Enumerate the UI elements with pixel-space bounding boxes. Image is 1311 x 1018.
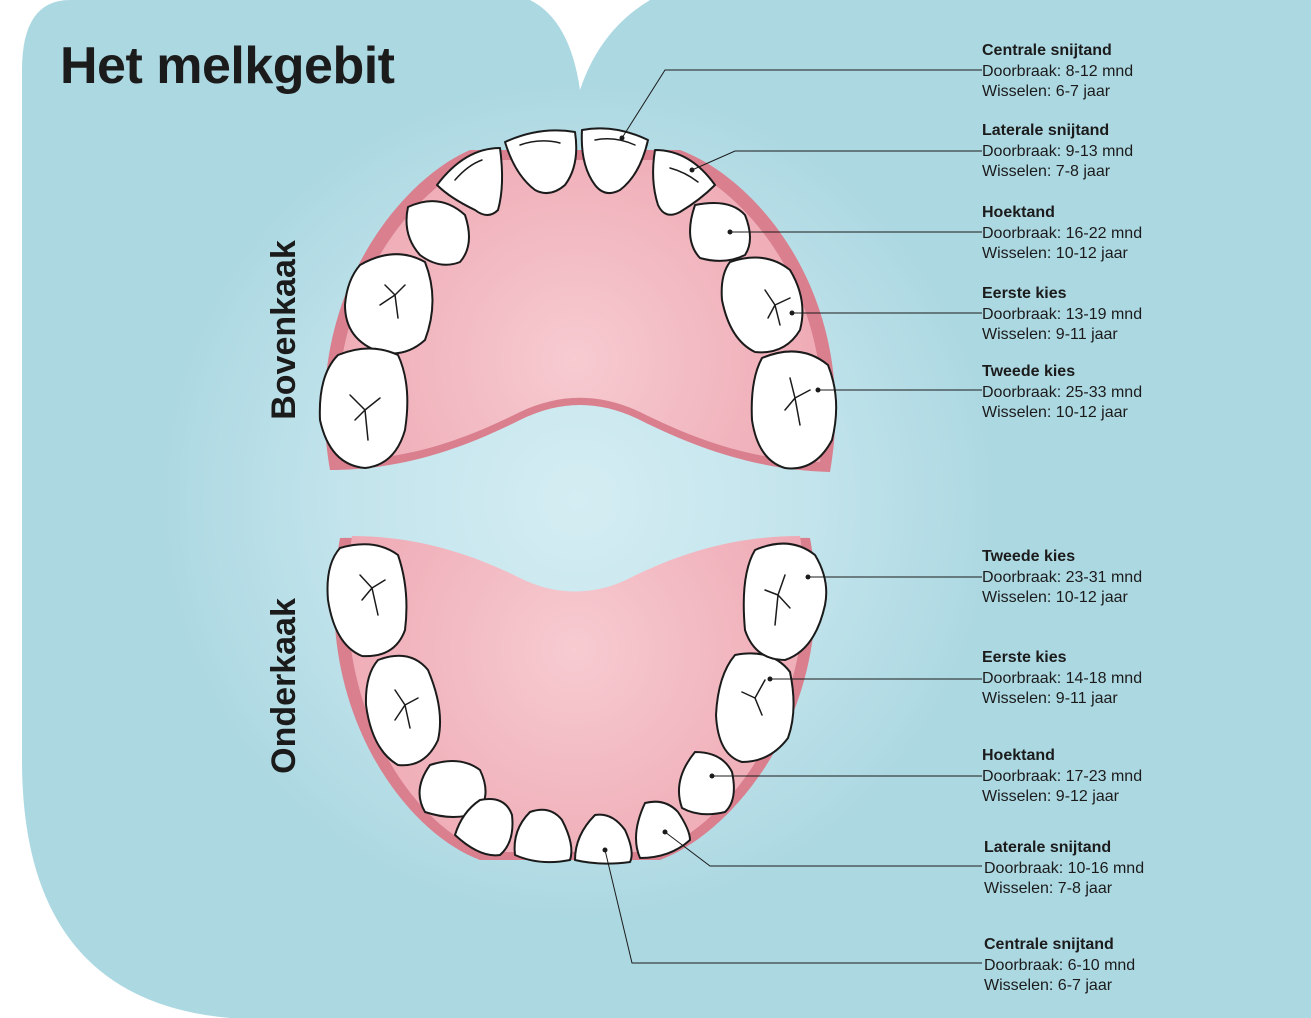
eruption-age: Doorbraak: 10-16 mnd: [984, 859, 1145, 877]
eruption-age: Doorbraak: 9-13 mnd: [982, 142, 1134, 160]
lower-first-molar-left-tooth: [364, 654, 441, 767]
shedding-age: Wisselen: 10-12 jaar: [982, 245, 1128, 262]
lower-canine-right-tooth: [678, 751, 735, 816]
tooth-name: Eerste kies: [982, 285, 1067, 302]
shedding-age: Wisselen: 7-8 jaar: [982, 163, 1111, 180]
shedding-age: Wisselen: 9-12 jaar: [982, 788, 1119, 805]
eruption-age: Doorbraak: 8-12 mnd: [982, 62, 1134, 80]
eruption-age: Doorbraak: 13-19 mnd: [982, 305, 1143, 323]
upper-second-molar-right-tooth: [750, 350, 838, 470]
background-shape: [22, 0, 1311, 1018]
shedding-age: Wisselen: 9-11 jaar: [982, 326, 1118, 343]
lower-canine-label: Hoektand Doorbraak: 17-23 mnd Wisselen: …: [982, 746, 1142, 808]
lower-lateral-incisor-right-tooth: [635, 800, 691, 859]
upper-canine-label: Hoektand Doorbraak: 16-22 mnd Wisselen: …: [982, 203, 1142, 265]
lower-second-molar-label: Tweede kies Doorbraak: 23-31 mnd Wissele…: [982, 547, 1142, 609]
shedding-age: Wisselen: 6-7 jaar: [984, 977, 1113, 994]
tooth-name: Centrale snijtand: [982, 42, 1112, 59]
eruption-age: Doorbraak: 6-10 mnd: [984, 956, 1136, 974]
eruption-age: Doorbraak: 25-33 mnd: [982, 383, 1143, 401]
tooth-name: Eerste kies: [982, 649, 1067, 666]
eruption-age: Doorbraak: 17-23 mnd: [982, 767, 1143, 785]
lower-first-molar-right-tooth: [715, 652, 795, 763]
upper-jaw-label: Bovenkaak: [265, 240, 303, 420]
leader-lines: [604, 69, 982, 964]
tooth-name: Hoektand: [982, 747, 1055, 764]
upper-central-incisor-right-tooth: [580, 127, 649, 195]
shedding-age: Wisselen: 9-11 jaar: [982, 690, 1118, 707]
upper-lateral-incisor-right-tooth: [652, 149, 716, 216]
lower-central-incisor-right-tooth: [574, 813, 633, 865]
lower-first-molar-label: Eerste kies Doorbraak: 14-18 mnd Wissele…: [982, 648, 1142, 710]
upper-central-incisor-left-tooth: [504, 129, 578, 195]
leader-dots: [602, 135, 821, 853]
eruption-age: Doorbraak: 23-31 mnd: [982, 568, 1143, 586]
upper-canine-right-tooth: [689, 202, 751, 262]
eruption-age: Doorbraak: 14-18 mnd: [982, 669, 1143, 687]
tooth-name: Laterale snijtand: [984, 839, 1112, 856]
upper-lateral-incisor-label: Laterale snijtand Doorbraak: 9-13 mnd Wi…: [982, 121, 1133, 183]
shedding-age: Wisselen: 6-7 jaar: [982, 83, 1111, 100]
page-title: Het melkgebit: [60, 37, 395, 95]
lower-central-incisor-label: Centrale snijtand Doorbraak: 6-10 mnd Wi…: [984, 935, 1135, 997]
tooth-name: Tweede kies: [982, 363, 1076, 380]
shedding-age: Wisselen: 7-8 jaar: [984, 880, 1113, 897]
lower-second-molar-left-tooth: [326, 543, 408, 658]
eruption-age: Doorbraak: 16-22 mnd: [982, 224, 1143, 242]
upper-first-molar-left-tooth: [344, 253, 434, 355]
tooth-name: Hoektand: [982, 204, 1055, 221]
lower-lateral-incisor-label: Laterale snijtand Doorbraak: 10-16 mnd W…: [984, 838, 1144, 900]
tooth-name: Laterale snijtand: [982, 122, 1110, 139]
upper-canine-left-tooth: [405, 200, 470, 266]
shedding-age: Wisselen: 10-12 jaar: [982, 589, 1128, 606]
lower-jaw-label: Onderkaak: [265, 598, 303, 774]
tooth-grooves: [349, 138, 811, 729]
upper-second-molar-label: Tweede kies Doorbraak: 25-33 mnd Wissele…: [982, 362, 1142, 424]
upper-first-molar-label: Eerste kies Doorbraak: 13-19 mnd Wissele…: [982, 284, 1142, 346]
tooth-name: Tweede kies: [982, 548, 1076, 565]
lower-lateral-incisor-left-tooth: [454, 798, 514, 857]
shedding-age: Wisselen: 10-12 jaar: [982, 404, 1128, 421]
tooth-name: Centrale snijtand: [984, 936, 1114, 953]
upper-first-molar-right-tooth: [720, 256, 804, 354]
upper-central-incisor-label: Centrale snijtand Doorbraak: 8-12 mnd Wi…: [982, 41, 1133, 103]
upper-lateral-incisor-left-tooth: [436, 147, 504, 216]
lower-central-incisor-left-tooth: [513, 808, 573, 864]
